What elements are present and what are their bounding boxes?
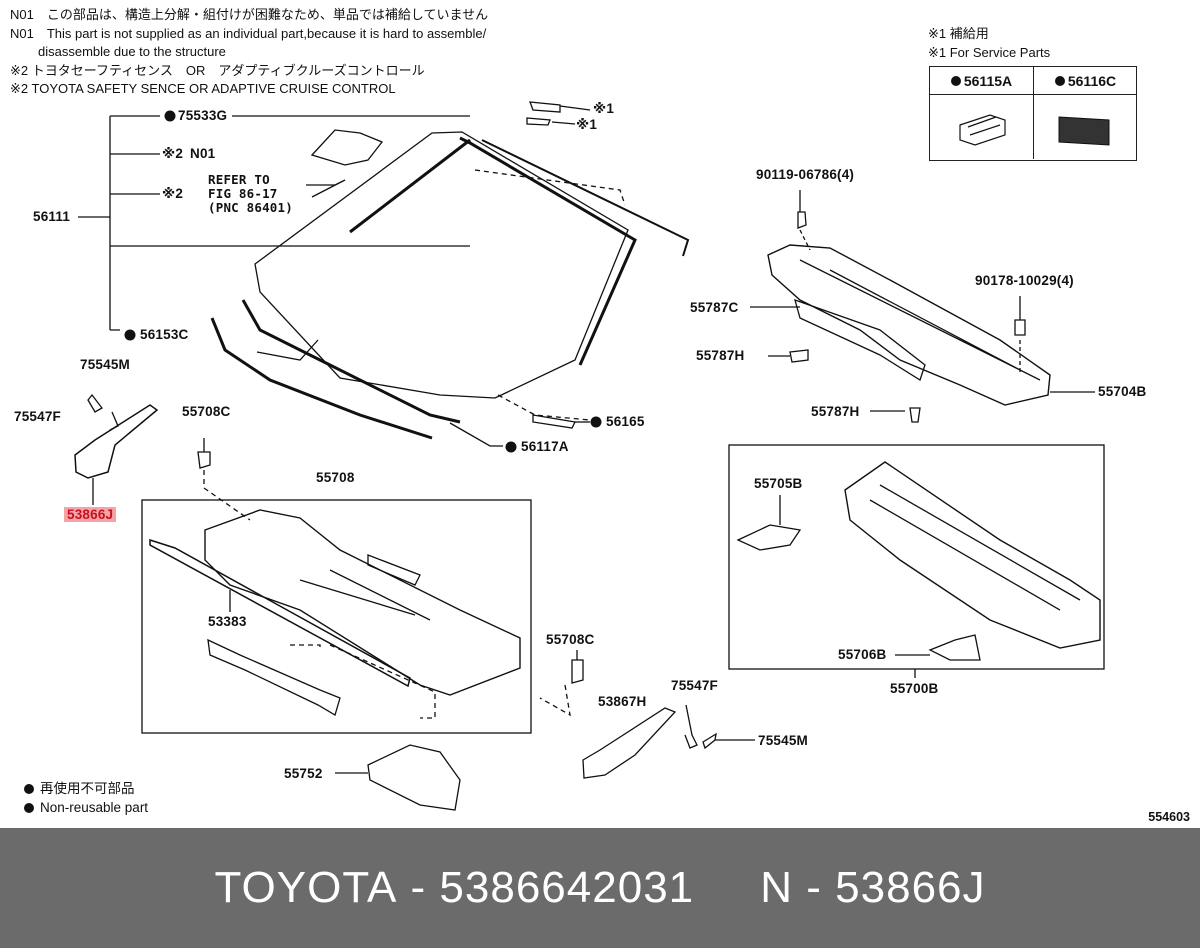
- legend-ja: 再使用不可部品: [40, 781, 135, 796]
- cowl-lower-55700b: [844, 461, 1101, 649]
- non-reusable-dot-icon: [1054, 75, 1065, 86]
- label-note-s1-a: ※1: [593, 101, 615, 116]
- label-note-s1-b: ※1: [576, 117, 598, 132]
- label-75547f-bottom[interactable]: 75547F: [671, 678, 718, 693]
- footer-gap: [694, 863, 760, 913]
- part-53867h: [582, 707, 677, 779]
- box-55708: [141, 499, 532, 734]
- label-n01[interactable]: N01: [190, 146, 216, 161]
- footer-part-number: 5386642031: [439, 863, 695, 912]
- notes-block: N01 この部品は、構造上分解・組付けが困難なため、単品では補給していません N…: [10, 6, 488, 99]
- bracket-56111: [78, 115, 470, 331]
- label-55787h-b[interactable]: 55787H: [811, 404, 860, 419]
- label-75533g[interactable]: 75533G: [178, 108, 228, 123]
- diagram-code: 554603: [1148, 810, 1190, 824]
- note-s2-en: ※2 TOYOTA SAFETY SENCE OR ADAPTIVE CRUIS…: [10, 81, 396, 96]
- label-90119[interactable]: 90119-06786(4): [756, 167, 855, 182]
- service-title-en: ※1 For Service Parts: [928, 45, 1051, 60]
- part-53866j: [74, 404, 159, 479]
- legend-en: Non-reusable part: [40, 800, 149, 815]
- non-reusable-dot-icon: [24, 783, 34, 794]
- label-55708c-top[interactable]: 55708C: [182, 404, 231, 419]
- box-55700b: [728, 444, 1105, 670]
- part-number-banner: TOYOTA - 5386642031 N - 53866J: [0, 828, 1200, 948]
- label-refer-fig[interactable]: REFER TO FIG 86-17 (PNC 86401): [208, 173, 293, 215]
- tape-part-icon: [1058, 116, 1110, 146]
- label-55708c-bottom[interactable]: 55708C: [546, 632, 595, 647]
- label-56111[interactable]: 56111: [33, 209, 71, 224]
- service-part-label: 56116C: [1067, 72, 1117, 89]
- label-55704b[interactable]: 55704B: [1098, 384, 1147, 399]
- label-56117a[interactable]: 56117A: [521, 439, 569, 454]
- note-n01-en-2: disassemble due to the structure: [38, 44, 226, 59]
- note-n01-ja: N01 この部品は、構造上分解・組付けが困難なため、単品では補給していません: [10, 7, 489, 22]
- label-55700b[interactable]: 55700B: [890, 681, 939, 696]
- label-56153c[interactable]: 56153C: [140, 327, 189, 342]
- camera-bracket: [310, 129, 384, 166]
- service-title-ja: ※1 補給用: [928, 26, 989, 41]
- footer-pnc: 53866J: [835, 863, 986, 912]
- parts-diagram: [74, 101, 1105, 811]
- refer-line-1: REFER TO: [208, 172, 270, 187]
- label-53383[interactable]: 53383: [208, 614, 247, 629]
- note-n01-en-1: N01 This part is not supplied as an indi…: [10, 25, 487, 41]
- footer-brand: TOYOTA: [214, 863, 398, 912]
- non-reusable-dot-icon: [24, 802, 34, 813]
- note-s2-ja: ※2 トヨタセーフティセンス OR アダプティブクルーズコントロール: [10, 62, 425, 78]
- legend: 再使用不可部品 Non-reusable part: [24, 779, 148, 817]
- footer-sep-1: -: [397, 863, 440, 912]
- label-note-s2-a: ※2: [162, 146, 184, 161]
- label-55705b[interactable]: 55705B: [754, 476, 803, 491]
- windshield-molding: [459, 136, 637, 366]
- service-part-56116c[interactable]: 56116C: [1034, 67, 1137, 159]
- label-55708[interactable]: 55708: [316, 470, 355, 485]
- label-53867h[interactable]: 53867H: [598, 694, 647, 709]
- part-55752: [367, 744, 461, 811]
- cowl-upper-55704b: [767, 244, 1051, 406]
- service-part-label: 56115A: [963, 72, 1013, 89]
- non-reusable-dot-icon: [950, 75, 961, 86]
- label-75545m-top[interactable]: 75545M: [80, 357, 130, 372]
- service-part-56115a[interactable]: 56115A: [930, 67, 1034, 159]
- clip-part-icon: [959, 114, 1006, 146]
- refer-line-3: (PNC 86401): [208, 200, 293, 215]
- service-parts-table: 56115A 56116C: [929, 66, 1137, 161]
- footer-prefix: N: [760, 863, 794, 912]
- label-55787h-a[interactable]: 55787H: [696, 348, 745, 363]
- footer-sep-2: -: [793, 863, 836, 912]
- label-75547f-top[interactable]: 75547F: [14, 409, 61, 424]
- label-53866j-highlighted[interactable]: 53866J: [64, 507, 117, 522]
- label-55787c[interactable]: 55787C: [690, 300, 739, 315]
- guide-line: [474, 169, 626, 206]
- label-90178[interactable]: 90178-10029(4): [975, 273, 1074, 288]
- windshield-outline: [254, 131, 629, 399]
- label-note-s2-b: ※2: [162, 186, 184, 201]
- refer-line-2: FIG 86-17: [208, 186, 278, 201]
- label-75545m-bottom[interactable]: 75545M: [758, 733, 808, 748]
- label-55752[interactable]: 55752: [284, 766, 323, 781]
- service-parts-title: ※1 補給用 ※1 For Service Parts: [928, 24, 1050, 62]
- label-55706b[interactable]: 55706B: [838, 647, 887, 662]
- cowl-panel: [204, 509, 521, 696]
- label-56165[interactable]: 56165: [606, 414, 645, 429]
